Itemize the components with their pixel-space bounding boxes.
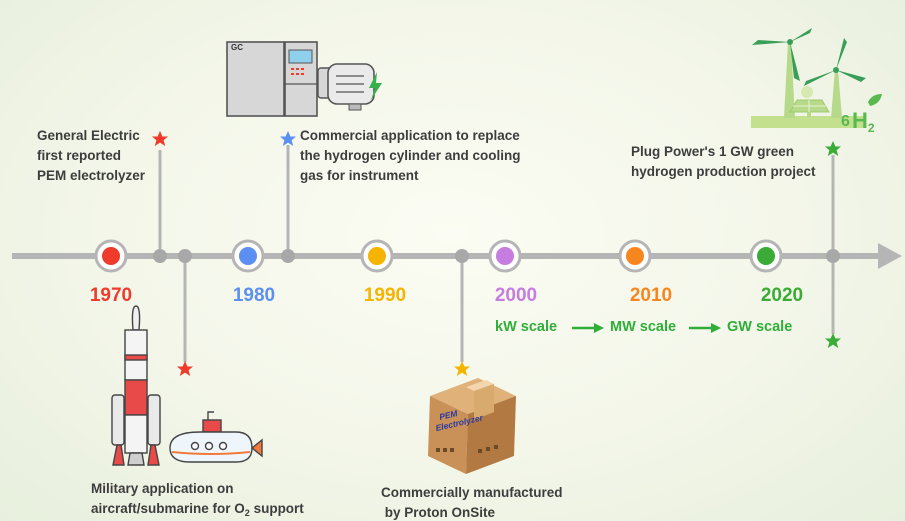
year-1990: 1990	[363, 285, 407, 306]
scale-arrows	[572, 323, 721, 333]
gas-chromatograph-icon	[226, 41, 382, 117]
year-2010: 2010	[629, 285, 673, 306]
year-2020: 2020	[760, 285, 804, 306]
star-icon	[177, 361, 193, 376]
event-proton-line2: by Proton OnSite	[381, 505, 496, 520]
star-icon	[280, 131, 296, 146]
cardboard-box-icon: PEM Electrolyzer	[428, 378, 516, 474]
scale-gw: GW scale	[727, 319, 793, 335]
event-proton-line1: Commercially manufactured	[381, 485, 563, 500]
star-icon	[825, 141, 841, 156]
solar-panel-icon	[789, 86, 830, 117]
leaf-icon	[868, 94, 882, 106]
wind-turbine-icon	[804, 38, 866, 118]
marker-1970	[94, 239, 128, 273]
event-proton: Commercially manufactured by Proton OnSi…	[381, 483, 591, 521]
submarine-icon	[169, 411, 263, 463]
scale-mw: MW scale	[610, 319, 677, 335]
year-markers	[94, 239, 783, 273]
event-commercial: Commercial application to replace the hy…	[300, 126, 560, 186]
lightning-icon	[369, 72, 382, 100]
marker-2010	[618, 239, 652, 273]
scale-kw: kW scale	[495, 319, 558, 335]
event-commercial-line3: gas for instrument	[300, 168, 419, 183]
connector-stems	[158, 145, 835, 362]
marker-2020	[749, 239, 783, 273]
green-energy-icon: H2 6	[751, 28, 882, 135]
event-plug: Plug Power's 1 GW green hydrogen product…	[631, 142, 836, 182]
year-1970: 1970	[89, 285, 133, 306]
event-stars	[152, 131, 841, 376]
event-ge-line1: General Electric	[37, 128, 140, 143]
marker-1990	[360, 239, 394, 273]
event-commercial-line1: Commercial application to replace	[300, 128, 520, 143]
event-ge: General Electric first reported PEM elec…	[37, 126, 157, 186]
h2-symbol: H2	[852, 108, 875, 135]
year-2000: 2000	[494, 285, 538, 306]
event-plug-line2: hydrogen production project	[631, 164, 816, 179]
star-icon	[454, 361, 470, 376]
event-military-line1: Military application on	[91, 481, 234, 496]
event-military-line2: aircraft/submarine for O2 support	[91, 501, 304, 518]
rocket-icon	[111, 305, 161, 466]
event-ge-line2: first reported	[37, 148, 122, 163]
event-military: Military application on aircraft/submari…	[91, 479, 341, 520]
axis-arrow-icon	[878, 243, 902, 269]
event-ge-line3: PEM electrolyzer	[37, 168, 146, 183]
axis-junction-dots	[153, 249, 840, 263]
event-commercial-line2: the hydrogen cylinder and cooling	[300, 148, 521, 163]
wind-turbine-icon	[752, 28, 812, 118]
year-1980: 1980	[232, 285, 276, 306]
star-icon	[825, 333, 841, 348]
star-icon	[152, 131, 168, 146]
gc-label: GC	[231, 43, 243, 52]
marker-2000	[488, 239, 522, 273]
marker-1980	[231, 239, 265, 273]
svg-text:6: 6	[841, 113, 850, 130]
event-plug-line1: Plug Power's 1 GW green	[631, 144, 794, 159]
